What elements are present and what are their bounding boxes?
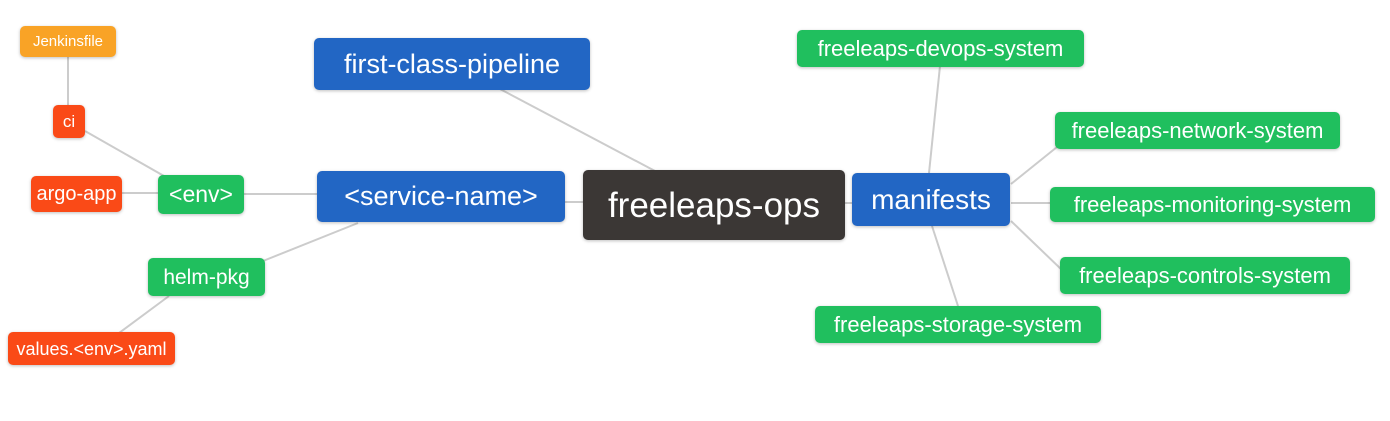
node-argo-app[interactable]: argo-app (31, 176, 122, 212)
node-argo-app-label: argo-app (36, 183, 117, 205)
node-jenkinsfile[interactable]: Jenkinsfile (20, 26, 116, 57)
node-env[interactable]: <env> (158, 175, 244, 214)
node-manifests-label: manifests (871, 183, 991, 215)
node-first-class-pipeline[interactable]: first-class-pipeline (314, 38, 590, 90)
node-helm-pkg-label: helm-pkg (163, 265, 250, 289)
node-devops-system-label: freeleaps-devops-system (817, 35, 1064, 61)
edge-manifests-controls (1010, 220, 1064, 272)
node-jenkinsfile-label: Jenkinsfile (32, 33, 104, 50)
edge-ci-env (84, 130, 165, 177)
edge-manifests-storage (931, 225, 959, 307)
edge-helm-pkg-values (118, 295, 170, 334)
node-freeleaps-storage-system[interactable]: freeleaps-storage-system (815, 306, 1101, 343)
node-controls-system-label: freeleaps-controls-system (1079, 262, 1331, 288)
node-freeleaps-controls-system[interactable]: freeleaps-controls-system (1060, 257, 1350, 294)
node-ci-label: ci (62, 112, 76, 131)
node-manifests[interactable]: manifests (852, 173, 1010, 226)
edge-service-name-helm-pkg (262, 222, 359, 262)
node-first-class-pipeline-label: first-class-pipeline (343, 48, 561, 79)
node-ci[interactable]: ci (53, 105, 85, 138)
node-values-env-yaml-label: values.<env>.yaml (16, 338, 167, 359)
node-freeleaps-network-system[interactable]: freeleaps-network-system (1055, 112, 1340, 149)
node-network-system-label: freeleaps-network-system (1071, 117, 1324, 143)
edge-pipeline-freeleaps-ops (499, 88, 656, 172)
node-freeleaps-devops-system[interactable]: freeleaps-devops-system (797, 30, 1084, 67)
node-monitoring-system-label: freeleaps-monitoring-system (1073, 191, 1352, 217)
node-storage-system-label: freeleaps-storage-system (833, 311, 1083, 337)
node-freeleaps-ops[interactable]: freeleaps-ops (583, 170, 845, 240)
node-freeleaps-monitoring-system[interactable]: freeleaps-monitoring-system (1050, 187, 1375, 222)
node-service-name[interactable]: <service-name> (317, 171, 565, 222)
node-env-label: <env> (169, 181, 233, 207)
edge-manifests-network (1010, 146, 1058, 185)
node-service-name-label: <service-name> (344, 181, 538, 211)
node-freeleaps-ops-label: freeleaps-ops (607, 185, 821, 225)
node-values-env-yaml[interactable]: values.<env>.yaml (8, 332, 175, 365)
edge-manifests-devops (928, 65, 941, 174)
node-helm-pkg[interactable]: helm-pkg (148, 258, 265, 296)
